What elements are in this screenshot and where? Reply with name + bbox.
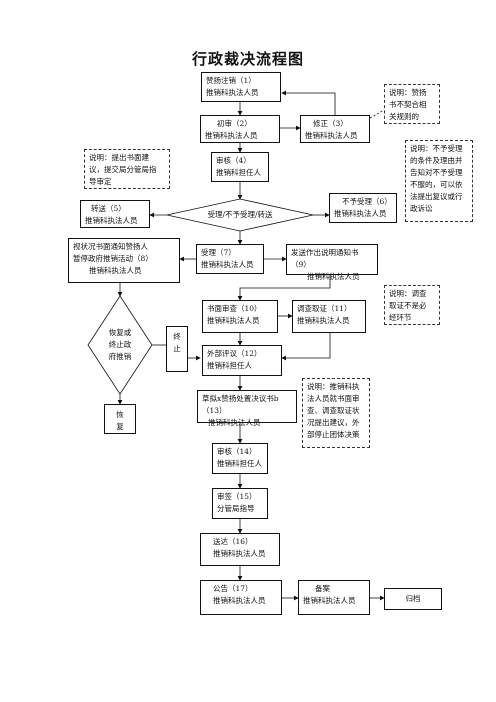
step-17-role: 推销科执法人员 xyxy=(213,596,266,605)
step-10-role: 推销科执法人员 xyxy=(207,316,260,325)
step-4-box: 审核（4） 推销科担任人 xyxy=(211,152,269,182)
step-8-box: 视状况书面通知赞扬人 暂停政府推销活动（8） 推销科执法人员 xyxy=(68,238,180,283)
step-9-label: 发送作出说明通知书（9） xyxy=(291,248,359,269)
step-9-box: 发送作出说明通知书（9） 推销科执法人员 xyxy=(286,244,378,281)
step-11-label: 调查取证（11） xyxy=(297,304,352,313)
note-1: 说明：赞扬 书不契合相 关规则的 xyxy=(384,84,440,124)
step-2-box: 初审（2） 推销科执法人员 xyxy=(200,115,280,143)
step-4-role: 推销科担任人 xyxy=(216,168,261,177)
step-6-role: 推销科执法人员 xyxy=(334,209,387,218)
step-1-role: 推销科执法人员 xyxy=(206,88,259,97)
step-2-role: 推销科执法人员 xyxy=(205,131,258,140)
note-3: 说明：不予受理 的条件及理由并 告知对不予受理 不服的，可以依 法提出复议或行 … xyxy=(405,140,473,222)
decision-diamond xyxy=(166,198,314,232)
step-2-label: 初审（2） xyxy=(217,119,252,128)
step-11-box: 调查取证（11） 推销科执法人员 xyxy=(292,300,366,333)
step-18-box: 备案 推销科执法人员 xyxy=(298,580,370,615)
resume-decision-label: 恢复或 终止政 府推销 xyxy=(108,328,132,361)
step-10-label: 书面审查（10） xyxy=(207,304,262,313)
step-17-label: 公告（17） xyxy=(213,584,253,593)
step-7-label: 受理（7） xyxy=(201,248,236,257)
step-18-label: 备案 xyxy=(315,584,330,593)
step-8-label: 视状况书面通知赞扬人 xyxy=(73,242,148,251)
note-4: 说明：调查 取证不是必 经环节 xyxy=(384,285,440,325)
step-13-label: 草拟x赞扬处置决议书b（13） xyxy=(202,394,279,415)
step-16-box: 送达（16） 推销科执法人员 xyxy=(200,533,280,566)
step-15-box: 审签（15） 分管局指导 xyxy=(212,488,268,519)
step-6-box: 不予受理（6） 推销科执法人员 xyxy=(329,193,397,223)
terminate-box: 终止 xyxy=(166,326,188,372)
step-18-role: 推销科执法人员 xyxy=(303,596,356,605)
page-title: 行政裁决流程图 xyxy=(191,50,304,68)
step-1-label: 赞扬注销（1） xyxy=(206,76,256,85)
archive-box: 归档 xyxy=(384,588,442,610)
step-5-role: 推销科执法人员 xyxy=(85,216,138,225)
step-11-role: 推销科执法人员 xyxy=(297,316,350,325)
step-16-label: 送达（16） xyxy=(213,537,253,546)
step-12-role: 推销科担任人 xyxy=(207,361,252,370)
step-8-label-2: 暂停政府推销活动（8） xyxy=(73,254,153,263)
note-2: 说明：提出书面建 议，提交局分管局指 导审定 xyxy=(84,149,170,189)
step-17-box: 公告（17） 推销科执法人员 xyxy=(200,580,282,615)
step-3-box: 修正（3） 推销科执法人员 xyxy=(300,115,370,143)
step-9-role: 推销科执法人员 xyxy=(307,272,360,281)
resume-diamond xyxy=(87,295,153,395)
step-13-role: 推销科执法人员 xyxy=(208,418,261,427)
step-5-label: 转送（5） xyxy=(91,204,126,213)
step-12-box: 外部评议（12） 推销科担任人 xyxy=(202,345,282,376)
step-15-role: 分管局指导 xyxy=(217,504,255,513)
step-12-label: 外部评议（12） xyxy=(207,349,262,358)
step-5-box: 转送（5） 推销科执法人员 xyxy=(80,200,150,228)
step-13-box: 草拟x赞扬处置决议书b（13） 推销科执法人员 xyxy=(197,390,297,427)
step-15-label: 审签（15） xyxy=(217,492,257,501)
archive-label: 归档 xyxy=(405,594,421,603)
terminate-label: 终止 xyxy=(173,332,181,353)
step-14-label: 审核（14） xyxy=(217,447,257,456)
step-6-label: 不予受理（6） xyxy=(342,197,392,206)
step-8-role: 推销科执法人员 xyxy=(89,266,142,275)
note-5: 说明：推销科执 法人员就书面审 查、调查取证状 况提出建议，外 部停止团体决策 xyxy=(302,378,370,448)
step-10-box: 书面审查（10） 推销科执法人员 xyxy=(202,300,278,333)
step-4-label: 审核（4） xyxy=(216,156,251,165)
step-14-role: 推销科担任人 xyxy=(217,459,262,468)
step-14-box: 审核（14） 推销科担任人 xyxy=(212,443,268,474)
step-3-role: 推销科执法人员 xyxy=(305,131,358,140)
resume-box: 恢复 xyxy=(104,404,136,434)
step-7-role: 推销科执法人员 xyxy=(201,260,254,269)
decision-label: 受理/不予受理/转送 xyxy=(207,210,273,219)
resume-label: 恢复 xyxy=(116,410,124,431)
step-3-label: 修正（3） xyxy=(313,119,348,128)
step-7-box: 受理（7） 推销科执法人员 xyxy=(196,244,264,274)
step-1-box: 赞扬注销（1） 推销科执法人员 xyxy=(201,72,281,102)
step-16-role: 推销科执法人员 xyxy=(213,549,266,558)
